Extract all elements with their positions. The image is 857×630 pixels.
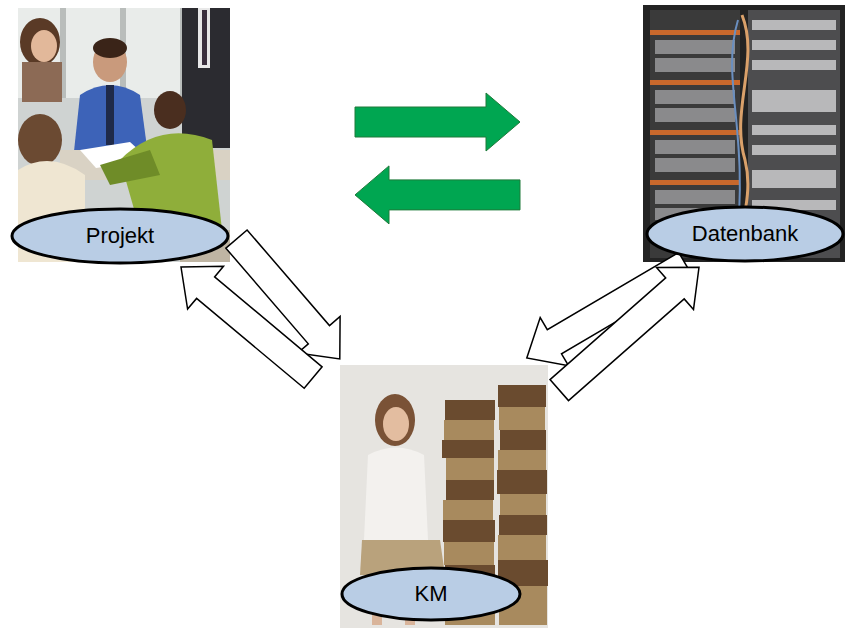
label-oval: Datenbank <box>645 205 845 263</box>
oval-shape <box>342 568 520 620</box>
node-label: KM <box>415 582 448 606</box>
arrow-shape <box>550 267 699 400</box>
oval-shape <box>647 207 843 261</box>
node-label: Projekt <box>86 224 154 248</box>
green-block-arrow <box>355 93 520 151</box>
arrow-shape <box>355 93 520 151</box>
arrow-shape <box>355 166 520 224</box>
photo-node: KM <box>340 365 548 628</box>
knowledge-manager-photo <box>340 365 548 628</box>
server-rack-photo <box>643 5 845 262</box>
outline-block-arrow <box>181 266 322 388</box>
outline-block-arrow <box>550 267 699 400</box>
arrow-shape <box>181 266 322 388</box>
photo-node: Projekt <box>18 8 230 262</box>
photo-node: Datenbank <box>643 5 845 262</box>
green-block-arrow <box>355 166 520 224</box>
oval-shape <box>12 209 228 263</box>
node-label: Datenbank <box>692 222 798 246</box>
label-oval: KM <box>340 566 522 622</box>
label-oval: Projekt <box>10 207 230 265</box>
